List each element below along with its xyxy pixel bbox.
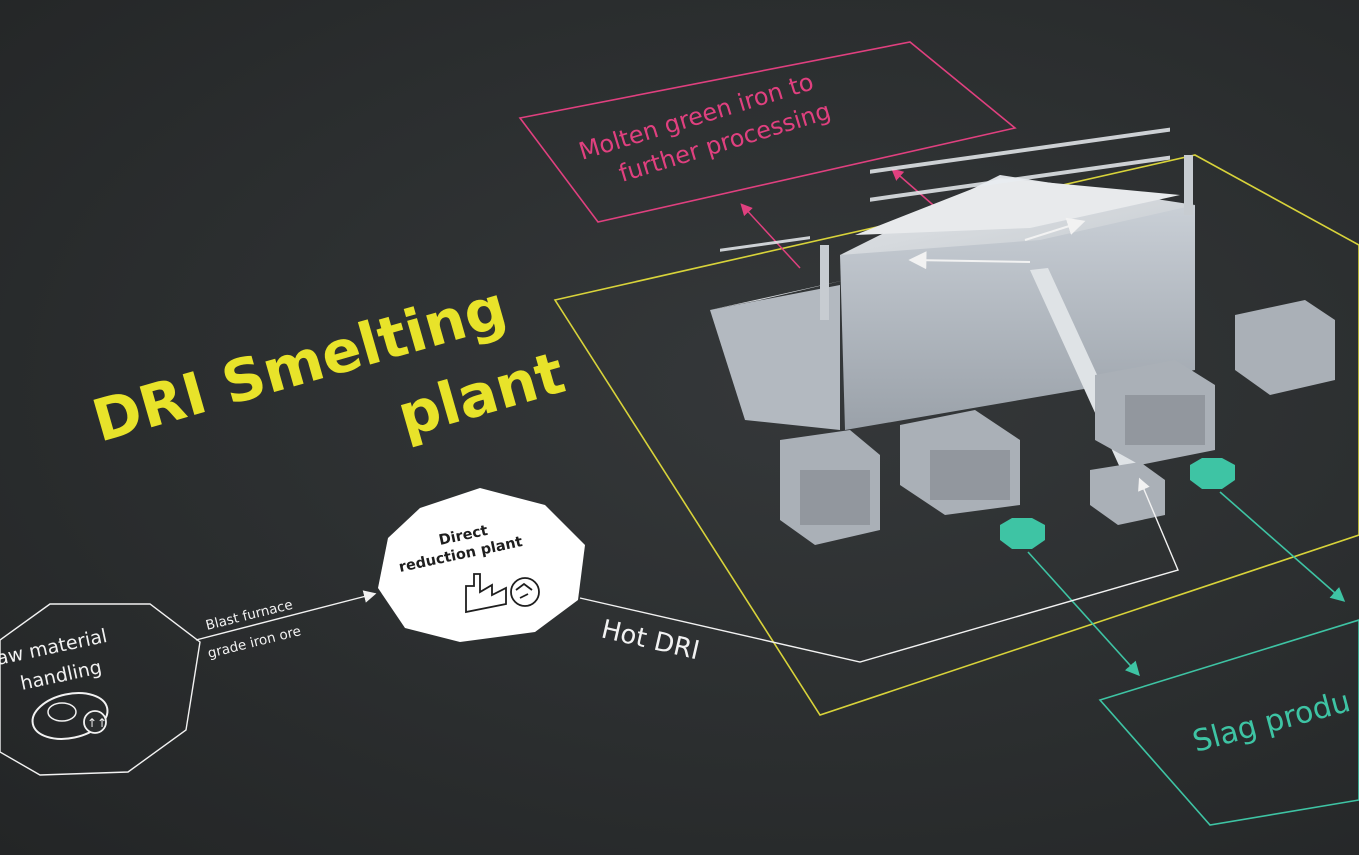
slag-tap-left xyxy=(1000,518,1045,549)
raw-material-icon: ↑↑ xyxy=(31,692,109,740)
svg-text:↑↑: ↑↑ xyxy=(87,716,107,730)
molten-arrow-left xyxy=(740,203,801,269)
raw-material-node xyxy=(0,603,201,776)
slag-arrow-left xyxy=(1027,551,1140,677)
smelting-plant-illustration xyxy=(710,127,1335,545)
hot-dri-flow-line xyxy=(579,477,1179,663)
slag-box xyxy=(1098,619,1359,826)
iron-ore-flow-arrow xyxy=(195,590,377,641)
molten-iron-box xyxy=(518,41,1017,223)
slag-arrow-right xyxy=(1219,491,1346,602)
slag-label: Slag produ xyxy=(1189,684,1354,760)
factory-icon xyxy=(465,573,540,614)
slag-tap-right xyxy=(1190,458,1235,489)
smelting-plant-boundary xyxy=(553,154,1359,716)
